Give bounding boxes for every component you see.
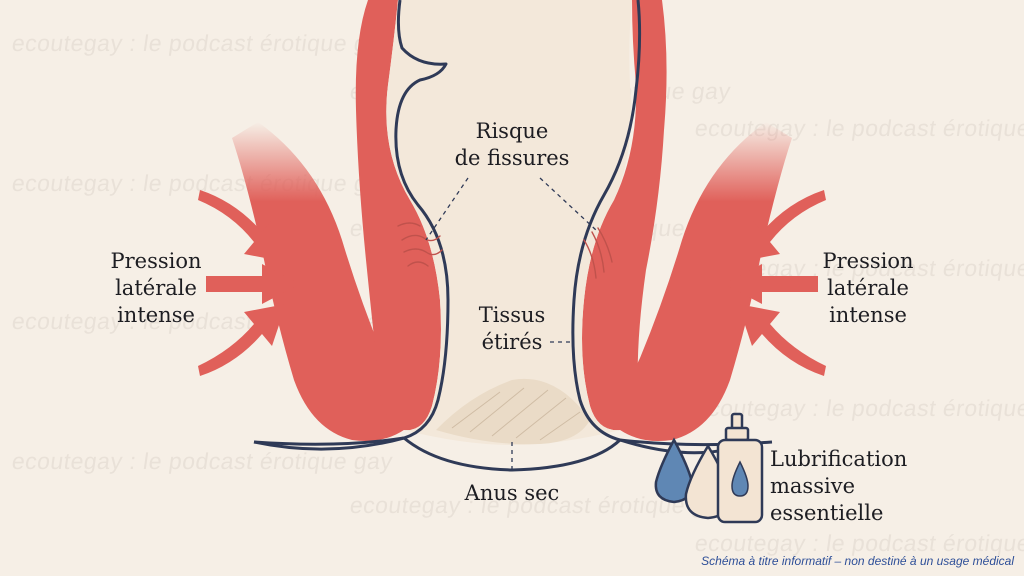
drop-icon [654, 437, 694, 504]
arrow-icon [724, 190, 826, 376]
label-pression-right: Pression latérale intense [808, 248, 928, 329]
label-risque-fissures: Risque de fissures [442, 118, 582, 172]
label-tissus-etires: Tissus étirés [456, 302, 568, 356]
canal-outline [253, 0, 450, 446]
label-line: Pression [110, 249, 202, 273]
tissue-stretch-lines [451, 387, 581, 441]
label-line: de fissures [454, 146, 570, 170]
disclaimer-text: Schéma à titre informatif – non destiné … [701, 554, 1014, 568]
label-lubrification: Lubrification massive essentielle [770, 446, 942, 527]
outer-muscle-left [232, 122, 418, 442]
fissure-marks-left [397, 222, 443, 267]
label-line: intense [117, 303, 195, 327]
fissure-marks-right [583, 227, 613, 279]
leader-lines [425, 177, 597, 474]
label-line: Lubrification [770, 447, 908, 471]
label-line: latérale [827, 276, 909, 300]
label-line: intense [829, 303, 907, 327]
label-line: Pression [822, 249, 914, 273]
lubricant-bottle-icon [716, 412, 764, 524]
inner-muscle-left [355, 0, 441, 431]
label-line: latérale [115, 276, 197, 300]
outer-muscle-right [606, 122, 792, 442]
label-pression-left: Pression latérale intense [96, 248, 216, 329]
canal-outline [571, 0, 773, 447]
label-line: Tissus [478, 303, 546, 327]
arrow-icon [198, 190, 300, 376]
label-line: massive [770, 474, 855, 498]
label-line: essentielle [770, 501, 884, 525]
label-anus-sec: Anus sec [464, 481, 560, 505]
inner-muscle-right [582, 0, 667, 431]
label-line: étirés [481, 330, 543, 354]
label-line: Risque [475, 119, 549, 143]
skin-outline [253, 436, 405, 451]
